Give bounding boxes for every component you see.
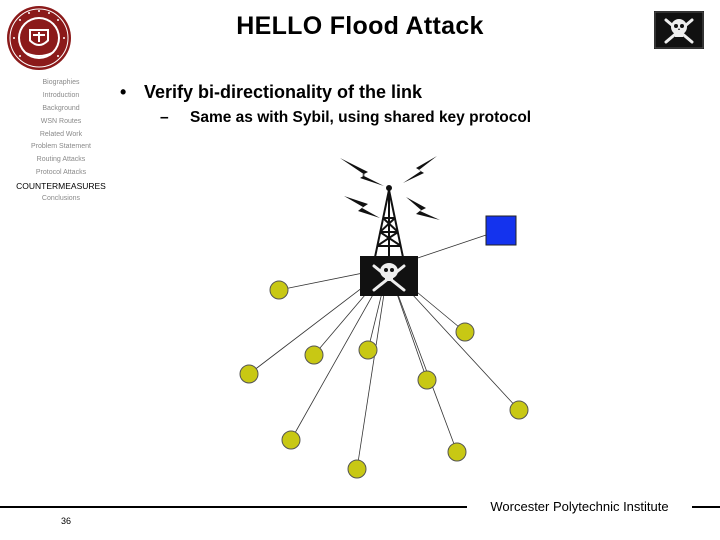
- sub-bullet: – Same as with Sybil, using shared key pr…: [160, 109, 531, 127]
- nav-item-biographies[interactable]: Biographies: [42, 79, 80, 86]
- nav-item-wsn-routes[interactable]: WSN Routes: [40, 117, 82, 125]
- nav-item-conclusions[interactable]: Conclusions: [41, 195, 81, 203]
- attacker-flag-icon: [360, 256, 418, 296]
- sub-bullet-text: Same as with Sybil, using shared key pro…: [190, 109, 532, 126]
- university-seal-icon: [7, 6, 71, 70]
- lightning-icon: [344, 196, 380, 218]
- nav-item-introduction[interactable]: Introduction: [42, 91, 80, 99]
- lightning-icon: [403, 156, 437, 183]
- sensor-node: [417, 370, 437, 390]
- nav-item-protocol-attacks[interactable]: Protocol Attacks: [35, 169, 87, 177]
- main-bullet-text: Verify bi-directionality of the link: [144, 82, 423, 102]
- lightning-icon: [406, 197, 440, 220]
- nav-item-routing-attacks[interactable]: Routing Attacks: [36, 156, 86, 164]
- sensor-node: [509, 400, 529, 420]
- section-nav: Biographies Introduction Background WSN …: [0, 77, 122, 206]
- sensor-node: [281, 430, 301, 450]
- bullet-marker: •: [120, 82, 127, 102]
- sensor-node: [455, 322, 475, 342]
- slide-title: HELLO Flood Attack: [236, 12, 484, 40]
- radio-tower-icon: [373, 185, 405, 263]
- sensor-node: [347, 459, 367, 479]
- sub-bullet-marker: –: [160, 109, 169, 126]
- sensor-node: [269, 280, 289, 300]
- nav-item-background[interactable]: Background: [42, 104, 80, 112]
- footer-rule: [0, 506, 720, 508]
- footer-institution: Worcester Polytechnic Institute: [467, 496, 692, 518]
- sensor-node: [358, 340, 378, 360]
- base-station-node: [485, 215, 517, 246]
- sensor-node: [239, 364, 259, 384]
- nav-item-related-work[interactable]: Related Work: [39, 130, 83, 138]
- signal-bolts: [340, 156, 440, 220]
- lightning-icon: [340, 158, 384, 186]
- sensor-node: [304, 345, 324, 365]
- nav-item-countermeasures[interactable]: COUNTERMEASURES: [16, 181, 106, 192]
- main-bullet: • Verify bi-directionality of the link: [120, 82, 422, 103]
- sensor-node: [447, 442, 467, 462]
- nav-item-problem-statement[interactable]: Problem Statement: [31, 143, 91, 151]
- page-number: 36: [60, 516, 71, 526]
- skull-crossbones-flag-icon: [654, 11, 704, 49]
